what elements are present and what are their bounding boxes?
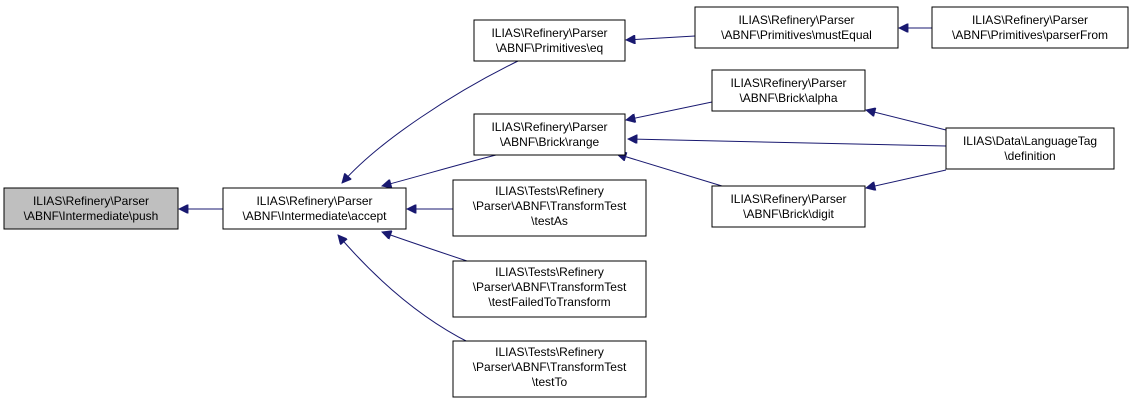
node-range[interactable]: ILIAS\Refinery\Parser \ABNF\Brick\range (473, 113, 626, 156)
node-accept-line-1: ILIAS\Refinery\Parser (256, 194, 372, 208)
edge-mustEqual-eq (626, 36, 696, 40)
node-testTo-line-1: ILIAS\Tests\Refinery (495, 345, 604, 359)
node-definition-line-1: ILIAS\Data\LanguageTag (963, 134, 1097, 148)
edge-testTo-accept (338, 235, 471, 344)
node-alpha[interactable]: ILIAS\Refinery\Parser \ABNF\Brick\alpha (711, 69, 866, 112)
node-testTo-line-2: \Parser\ABNF\TransformTest (473, 360, 627, 374)
node-parserFrom-line-1: ILIAS\Refinery\Parser (972, 13, 1088, 27)
node-testTo-line-3: \testTo (532, 375, 568, 389)
edge-digit-range (617, 154, 723, 187)
node-mustEqual-line-1: ILIAS\Refinery\Parser (738, 13, 854, 27)
node-testFailed-line-3: \testFailedToTransform (488, 295, 610, 309)
node-push: ILIAS\Refinery\Parser \ABNF\Intermediate… (3, 187, 179, 230)
node-testAs-line-1: ILIAS\Tests\Refinery (495, 184, 604, 198)
node-eq[interactable]: ILIAS\Refinery\Parser \ABNF\Primitives\e… (473, 19, 626, 62)
node-accept-line-2: \ABNF\Intermediate\accept (242, 209, 387, 223)
node-parserFrom[interactable]: ILIAS\Refinery\Parser \ABNF\Primitives\p… (931, 6, 1129, 49)
node-alpha-line-2: \ABNF\Brick\alpha (739, 91, 837, 105)
edge-eq-accept (342, 60, 519, 183)
node-parserFrom-line-2: \ABNF\Primitives\parserFrom (952, 28, 1108, 42)
node-testTo[interactable]: ILIAS\Tests\Refinery \Parser\ABNF\Transf… (452, 340, 647, 398)
node-mustEqual-line-2: \ABNF\Primitives\mustEqual (721, 28, 872, 42)
node-digit[interactable]: ILIAS\Refinery\Parser \ABNF\Brick\digit (711, 185, 866, 228)
node-mustEqual[interactable]: ILIAS\Refinery\Parser \ABNF\Primitives\m… (694, 6, 899, 49)
node-alpha-line-1: ILIAS\Refinery\Parser (730, 76, 846, 90)
edges (179, 28, 947, 344)
node-testFailed-line-1: ILIAS\Tests\Refinery (495, 265, 604, 279)
node-digit-line-2: \ABNF\Brick\digit (743, 207, 834, 221)
node-testFailed[interactable]: ILIAS\Tests\Refinery \Parser\ABNF\Transf… (452, 260, 647, 318)
edge-testFailed-accept (382, 232, 471, 263)
node-eq-line-1: ILIAS\Refinery\Parser (491, 26, 607, 40)
node-testAs-line-3: \testAs (531, 214, 568, 228)
edge-alpha-range (626, 101, 713, 120)
node-definition[interactable]: ILIAS\Data\LanguageTag \definition (945, 127, 1115, 170)
edge-range-accept (382, 153, 501, 186)
node-accept[interactable]: ILIAS\Refinery\Parser \ABNF\Intermediate… (222, 187, 407, 230)
node-push-line-2: \ABNF\Intermediate\push (24, 209, 159, 223)
edge-definition-alpha (866, 110, 947, 131)
edge-definition-range (628, 139, 947, 147)
node-testFailed-line-2: \Parser\ABNF\TransformTest (473, 280, 627, 294)
node-testAs-line-2: \Parser\ABNF\TransformTest (473, 199, 627, 213)
node-digit-line-1: ILIAS\Refinery\Parser (730, 192, 846, 206)
node-eq-line-2: \ABNF\Primitives\eq (496, 41, 603, 55)
edge-definition-digit (866, 169, 947, 188)
node-push-line-1: ILIAS\Refinery\Parser (33, 194, 149, 208)
node-range-line-1: ILIAS\Refinery\Parser (491, 120, 607, 134)
node-range-line-2: \ABNF\Brick\range (500, 135, 600, 149)
node-testAs[interactable]: ILIAS\Tests\Refinery \Parser\ABNF\Transf… (452, 179, 647, 237)
node-definition-line-2: \definition (1004, 149, 1055, 163)
